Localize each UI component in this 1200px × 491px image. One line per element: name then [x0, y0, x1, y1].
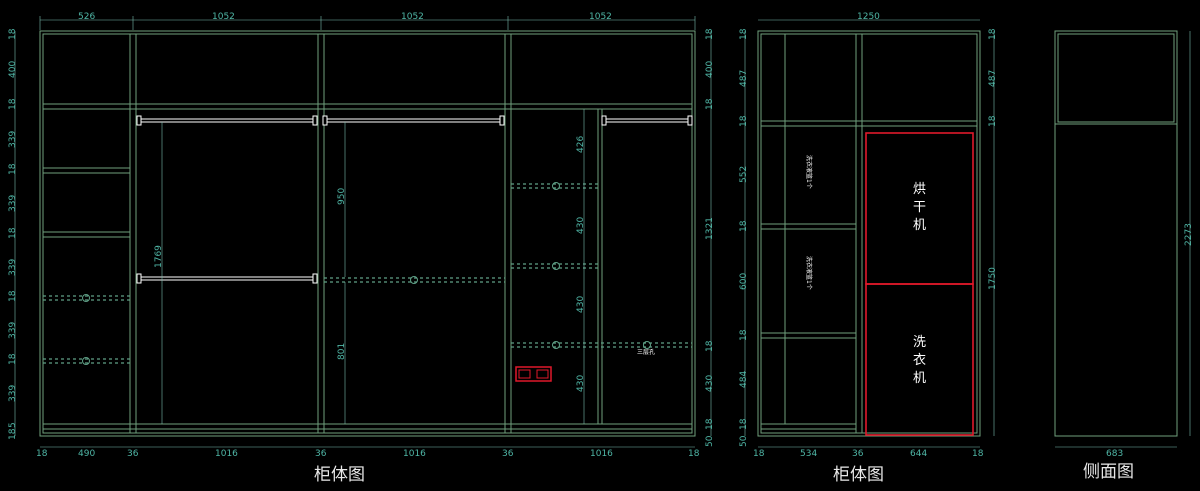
front-view-caption: 柜体图: [314, 465, 365, 485]
front-view: 三层孔 1769 950 801 426 430 430 430 526 105…: [8, 12, 715, 485]
laundry-left-height-8: 484: [739, 371, 749, 388]
side-top-compartment: [1057, 33, 1175, 123]
front-right-height-6: 430: [705, 375, 715, 392]
laundry-shelf-note-2: 洗衣液篮1个: [805, 256, 813, 290]
laundry-cabinet-outline: [757, 30, 981, 437]
front-right-height-3: 18: [705, 98, 715, 110]
front-shelves: [42, 103, 693, 430]
washer-label-char-1: 洗: [913, 335, 926, 350]
washer-label-char-2: 衣: [913, 352, 926, 368]
front-bottom-width-4: 1016: [215, 449, 238, 459]
laundry-bottom-width-1: 18: [753, 449, 765, 459]
front-left-height-2: 400: [8, 61, 18, 78]
front-left-height-10: 339: [8, 322, 18, 339]
front-right-height-4: 1321: [705, 217, 715, 240]
front-partitions: [129, 33, 512, 434]
front-inner-height-4: 426: [576, 136, 586, 153]
front-bottom-width-1: 18: [36, 449, 48, 459]
dryer-label-char-2: 干: [913, 200, 926, 215]
laundry-left-height-1: 18: [739, 28, 749, 40]
side-right-height: 2273: [1184, 223, 1194, 246]
front-inner-height-7: 430: [576, 375, 586, 392]
front-left-height-7: 18: [8, 227, 18, 239]
front-left-height-1: 18: [8, 28, 18, 40]
laundry-right-height-2: 487: [988, 70, 998, 87]
laundry-top-width: 1250: [857, 12, 880, 22]
front-left-height-3: 18: [8, 98, 18, 110]
front-left-height-8: 339: [8, 259, 18, 276]
side-bottom-width: 683: [1106, 449, 1123, 459]
laundry-left-height-10: 50: [739, 435, 749, 447]
front-left-height-11: 18: [8, 353, 18, 365]
side-view: 683 2273 侧面图: [1054, 30, 1194, 482]
laundry-right-height-4: 1750: [988, 267, 998, 290]
front-inner-dimension-lines: [161, 109, 585, 424]
front-left-height-5: 18: [8, 163, 18, 175]
front-right-height-7: 18: [705, 418, 715, 430]
front-inner-height-6: 430: [576, 296, 586, 313]
laundry-right-height-1: 18: [988, 28, 998, 40]
front-inner-height-1: 1769: [154, 245, 164, 268]
front-left-height-9: 18: [8, 290, 18, 302]
front-top-width-4: 1052: [589, 12, 612, 22]
front-left-height-6: 339: [8, 195, 18, 212]
front-left-height-14: 18: [8, 428, 18, 440]
laundry-left-height-9: 18: [739, 418, 749, 430]
front-top-dimension-lines: [39, 16, 696, 30]
front-right-height-2: 400: [705, 61, 715, 78]
front-inner-height-5: 430: [576, 217, 586, 234]
laundry-bottom-width-3: 36: [852, 449, 864, 459]
laundry-left-height-7: 18: [739, 329, 749, 341]
laundry-left-height-3: 18: [739, 115, 749, 127]
front-right-height-1: 18: [705, 28, 715, 40]
dryer-label-char-3: 机: [913, 218, 926, 233]
side-cabinet-outline: [1054, 30, 1178, 437]
laundry-view-caption: 柜体图: [833, 465, 884, 485]
front-shelf-holes-label: 三层孔: [637, 348, 655, 356]
front-cabinet-outline: [39, 30, 696, 437]
front-inner-height-3: 801: [337, 343, 347, 360]
front-bottom-width-8: 1016: [590, 449, 613, 459]
dryer-label-char-1: 烘: [913, 182, 926, 197]
front-top-width-3: 1052: [401, 12, 424, 22]
laundry-bottom-width-5: 18: [972, 449, 984, 459]
washer-label-char-3: 机: [913, 371, 926, 386]
front-bottom-width-2: 490: [78, 449, 95, 459]
front-hanging-rods: [136, 115, 693, 284]
front-bottom-width-6: 1016: [403, 449, 426, 459]
laundry-view: 烘 干 机 洗 衣 机 洗衣液篮1个 洗衣液篮1个 1250 18 534 36…: [739, 12, 998, 485]
laundry-left-height-6: 600: [739, 273, 749, 290]
front-left-height-13: 5: [8, 422, 18, 428]
front-left-height-12: 339: [8, 385, 18, 402]
laundry-partitions: [784, 33, 863, 434]
side-view-caption: 侧面图: [1083, 462, 1134, 482]
laundry-shelf-note-1: 洗衣液篮1个: [805, 155, 813, 189]
front-bottom-width-9: 18: [688, 449, 700, 459]
front-inner-height-2: 950: [337, 188, 347, 205]
front-adjustable-shelf-holes: [43, 182, 692, 365]
front-top-width-1: 526: [78, 12, 95, 22]
laundry-bottom-width-4: 644: [910, 449, 927, 459]
front-left-height-4: 339: [8, 131, 18, 148]
laundry-left-height-5: 18: [739, 220, 749, 232]
laundry-left-height-2: 487: [739, 70, 749, 87]
laundry-right-height-3: 18: [988, 115, 998, 127]
front-bottom-width-5: 36: [315, 449, 327, 459]
front-top-width-2: 1052: [212, 12, 235, 22]
laundry-appliance-bays: [865, 132, 974, 436]
front-drawer-partition: [597, 109, 603, 424]
front-right-height-8: 50: [705, 435, 715, 447]
front-socket-box: [515, 366, 552, 382]
front-bottom-width-7: 36: [502, 449, 514, 459]
laundry-shelves: [760, 120, 978, 430]
laundry-left-height-4: 552: [739, 166, 749, 183]
front-right-height-5: 18: [705, 340, 715, 352]
laundry-bottom-width-2: 534: [800, 449, 817, 459]
front-bottom-width-3: 36: [127, 449, 139, 459]
